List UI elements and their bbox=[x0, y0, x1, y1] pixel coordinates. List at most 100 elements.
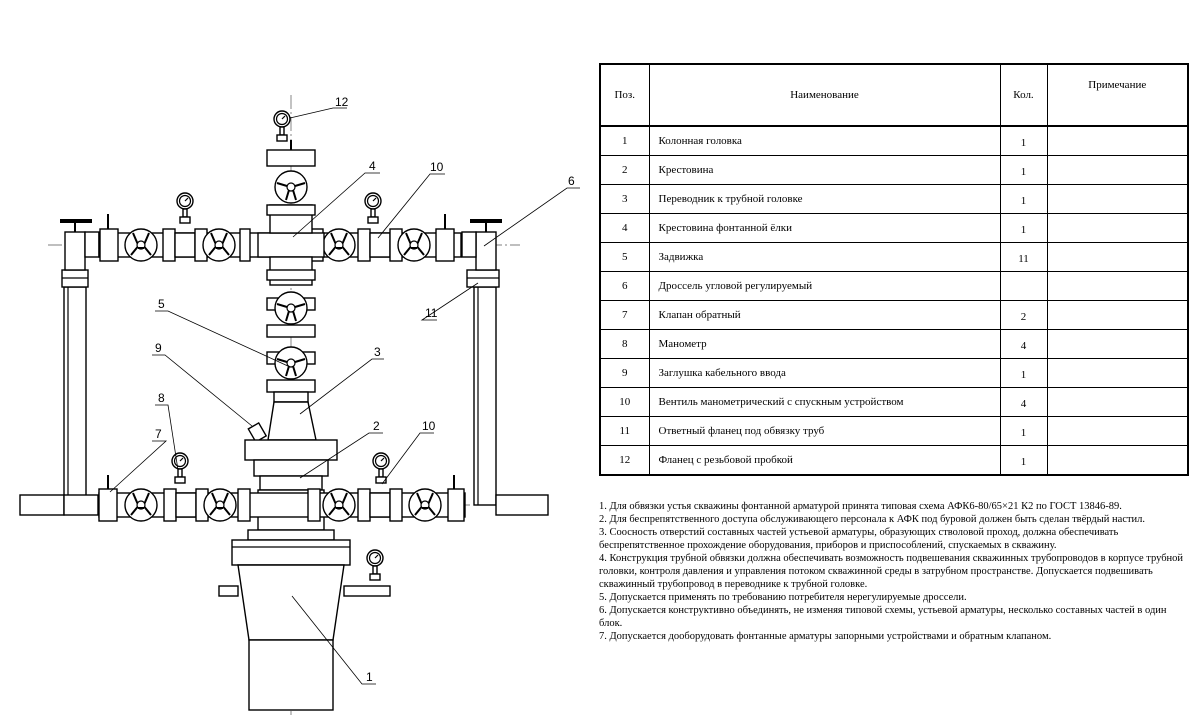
cell-note bbox=[1046, 416, 1189, 446]
note-item: 7. Допускается дооборудовать фонтанные а… bbox=[599, 631, 1052, 642]
cell-pos: 5 bbox=[599, 242, 650, 272]
note-item: 5. Допускается применять по требованию п… bbox=[599, 592, 967, 603]
cell-name: Переводник к трубной головке bbox=[648, 184, 1001, 214]
lower-right-inner-valve bbox=[322, 488, 356, 522]
callout-5: 5 bbox=[158, 297, 165, 311]
cell-note bbox=[1046, 213, 1189, 243]
header-qty: Кол. bbox=[999, 63, 1048, 127]
callout-leaders bbox=[109, 107, 580, 685]
cell-note bbox=[1046, 184, 1189, 214]
cell-note bbox=[1046, 358, 1189, 388]
cell-name: Дроссель угловой регулируемый bbox=[648, 271, 1001, 301]
cell-qty: 4 bbox=[999, 387, 1048, 417]
cell-pos: 8 bbox=[599, 329, 650, 359]
lower-master-valve bbox=[274, 346, 308, 380]
cell-note bbox=[1046, 242, 1189, 272]
upper-right-outer-valve bbox=[397, 228, 431, 262]
cell-pos: 1 bbox=[599, 125, 650, 156]
cell-pos: 3 bbox=[599, 184, 650, 214]
cell-qty: 1 bbox=[999, 125, 1048, 156]
note-item: 6. Допускается конструктивно объединять,… bbox=[599, 605, 1167, 629]
cell-pos: 2 bbox=[599, 155, 650, 185]
cell-qty bbox=[999, 271, 1048, 301]
tubing-head-adapter bbox=[244, 401, 338, 491]
callout-labels: 12 4 10 6 11 5 9 3 8 7 2 10 1 bbox=[155, 95, 575, 684]
cell-qty: 4 bbox=[999, 329, 1048, 359]
cell-pos: 10 bbox=[599, 387, 650, 417]
cell-pos: 6 bbox=[599, 271, 650, 301]
cell-qty: 1 bbox=[999, 416, 1048, 446]
wellhead-assembly-drawing: 12 4 10 6 11 5 9 3 8 7 2 10 1 bbox=[19, 95, 580, 715]
callout-8: 8 bbox=[158, 391, 165, 405]
cell-name: Заглушка кабельного ввода bbox=[648, 358, 1001, 388]
cell-qty: 11 bbox=[999, 242, 1048, 272]
upper-left-outer-valve bbox=[124, 228, 158, 262]
cell-note bbox=[1046, 155, 1189, 185]
spec-header-row: Поз. Наименование Кол. Примечание bbox=[599, 63, 1189, 127]
cell-qty: 1 bbox=[999, 213, 1048, 243]
header-pos: Поз. bbox=[599, 63, 650, 127]
cell-note bbox=[1046, 125, 1189, 156]
callout-1: 1 bbox=[366, 670, 373, 684]
lower-left-outer-valve bbox=[124, 488, 158, 522]
note-item: 3. Соосность отверстий составных частей … bbox=[599, 527, 1119, 551]
cell-name: Крестовина фонтанной ёлки bbox=[648, 213, 1001, 243]
cell-note bbox=[1046, 445, 1189, 476]
cell-name: Крестовина bbox=[648, 155, 1001, 185]
upper-right-pressure-gauge-icon bbox=[364, 192, 382, 224]
technical-notes: 1. Для обвязки устья скважины фонтанной … bbox=[599, 500, 1189, 643]
lower-right-pressure-gauge-icon bbox=[372, 452, 390, 484]
upper-left-pressure-gauge-icon bbox=[176, 192, 194, 224]
cell-name: Ответный фланец под обвязку труб bbox=[648, 416, 1001, 446]
cell-qty: 2 bbox=[999, 300, 1048, 330]
cell-pos: 11 bbox=[599, 416, 650, 446]
right-riser-pipe bbox=[444, 214, 502, 506]
cell-note bbox=[1046, 300, 1189, 330]
cell-qty: 1 bbox=[999, 184, 1048, 214]
cell-qty: 1 bbox=[999, 445, 1048, 476]
callout-3: 3 bbox=[374, 345, 381, 359]
callout-10-lower: 10 bbox=[422, 419, 436, 433]
cell-name: Колонная головка bbox=[648, 125, 1001, 156]
callout-2: 2 bbox=[373, 419, 380, 433]
cell-name: Манометр bbox=[648, 329, 1001, 359]
header-note: Примечание bbox=[1046, 63, 1189, 127]
cell-note bbox=[1046, 387, 1189, 417]
lower-left-pressure-gauge-icon bbox=[171, 452, 189, 484]
lower-right-outer-valve bbox=[408, 488, 442, 522]
cell-qty: 1 bbox=[999, 358, 1048, 388]
note-item: 2. Для беспрепятственного доступа обслуж… bbox=[599, 514, 1146, 525]
callout-11: 11 bbox=[425, 306, 438, 320]
upper-left-inner-valve bbox=[202, 228, 236, 262]
callout-4: 4 bbox=[369, 159, 376, 173]
top-pressure-gauge-icon bbox=[273, 110, 291, 142]
header-name: Наименование bbox=[648, 63, 1001, 127]
casing-pressure-gauge-icon bbox=[366, 549, 384, 581]
cell-qty: 1 bbox=[999, 155, 1048, 185]
cell-note bbox=[1046, 329, 1189, 359]
callout-9: 9 bbox=[155, 341, 162, 355]
cell-pos: 4 bbox=[599, 213, 650, 243]
cell-pos: 7 bbox=[599, 300, 650, 330]
note-item: 4. Конструкция трубной обвязки должна об… bbox=[599, 553, 1184, 590]
callout-12: 12 bbox=[335, 95, 349, 109]
casing-head bbox=[218, 564, 391, 711]
cell-name: Фланец с резьбовой пробкой bbox=[648, 445, 1001, 476]
cell-note bbox=[1046, 271, 1189, 301]
cell-name: Клапан обратный bbox=[648, 300, 1001, 330]
cell-name: Вентиль манометрический с спускным устро… bbox=[648, 387, 1001, 417]
callout-7: 7 bbox=[155, 427, 162, 441]
cell-pos: 12 bbox=[599, 445, 650, 476]
cell-name: Задвижка bbox=[648, 242, 1001, 272]
